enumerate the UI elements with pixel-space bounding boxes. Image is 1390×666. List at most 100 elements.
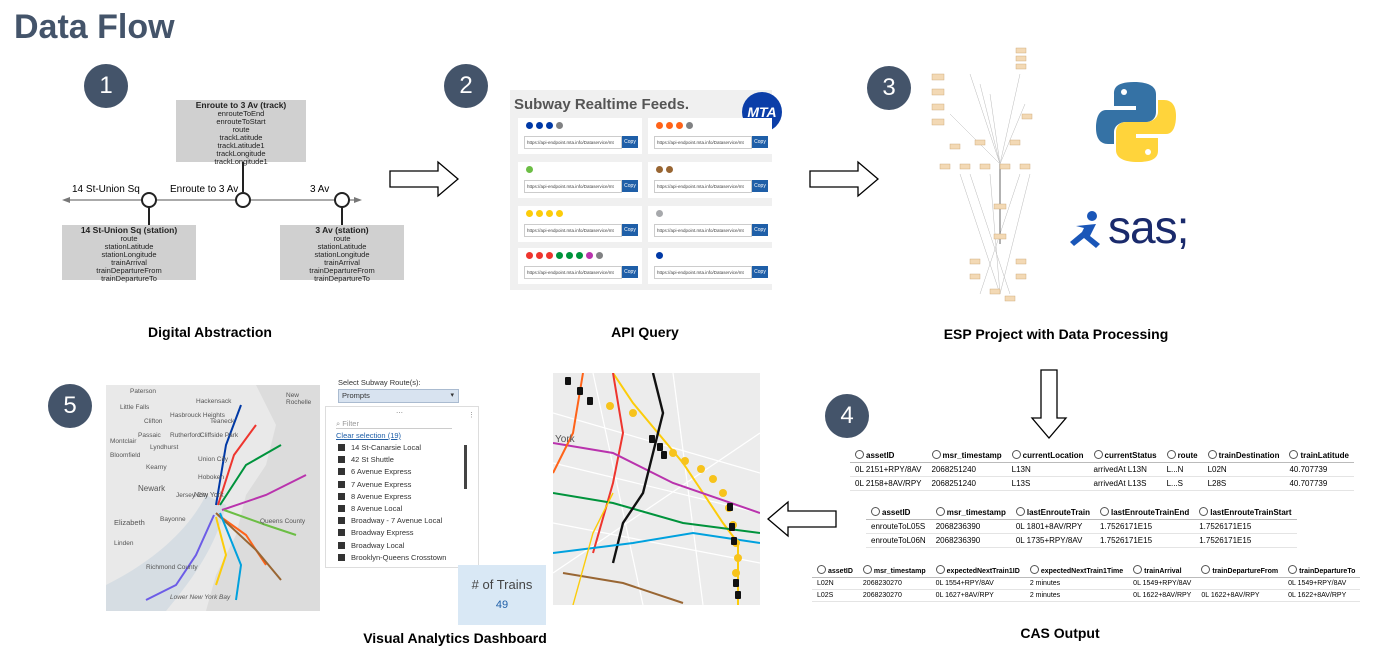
checkbox[interactable] (338, 505, 345, 512)
column-header[interactable]: msr_timestamp (930, 505, 1011, 520)
feed-url-input[interactable]: https://api-endpoint.mta.info/Dataservic… (524, 136, 622, 149)
feed-url-input[interactable]: https://api-endpoint.mta.info/Dataservic… (654, 180, 752, 193)
track-field: enrouteToStart (216, 117, 266, 126)
station-field: trainDepartureFrom (96, 266, 162, 275)
column-header[interactable]: assetID (812, 563, 858, 578)
route-list-item[interactable]: 42 St Shuttle (338, 455, 394, 464)
route-label: 7 Avenue Express (351, 479, 412, 489)
abstraction-graph (62, 162, 362, 228)
checkbox[interactable] (338, 492, 345, 500)
checkbox[interactable] (338, 553, 345, 561)
route-list-item[interactable]: Brooklyn-Queens Crosstown (338, 553, 446, 562)
feed-url-input[interactable]: https://api-endpoint.mta.info/Dataservic… (654, 266, 752, 279)
route-list-item[interactable]: 14 St-Canarsie Local (338, 443, 421, 452)
table-cell: 0L 1622+8AV/RPY (1196, 589, 1284, 602)
table-cell: 2068230270 (857, 577, 931, 590)
table-cell: L02S (812, 589, 858, 602)
copy-button[interactable]: Copy (622, 224, 638, 236)
column-header-label: assetID (882, 508, 911, 517)
station1-box: 14 St-Union Sq (station) route stationLa… (62, 225, 196, 283)
caption-api-query: API Query (611, 324, 679, 340)
more-icon[interactable]: ⋮ (468, 412, 475, 419)
step-3-badge: 3 (867, 66, 911, 110)
table-cell: 0L 1622+8AV/RPY (1128, 589, 1197, 602)
column-header[interactable]: expectedNextTrain1ID (930, 563, 1025, 578)
route-list-scrollbar[interactable] (464, 445, 467, 489)
checkbox[interactable] (338, 529, 345, 537)
station-field: trainArrival (324, 258, 360, 267)
map-label: Kearny (146, 464, 167, 471)
column-type-icon (817, 565, 826, 574)
column-header[interactable]: lastEnrouteTrainStart (1194, 505, 1297, 520)
route-list-panel: ⋯ ⋮ ⌕ Filter Clear selection (19) 14 St-… (325, 406, 479, 568)
column-type-icon (1099, 507, 1109, 516)
route-list-item[interactable]: 8 Avenue Express (338, 492, 411, 501)
drag-handle-icon[interactable]: ⋯ (396, 410, 403, 417)
station2-title: 3 Av (station) (315, 225, 369, 235)
column-header[interactable]: trainLatitude (1284, 448, 1354, 463)
map-label: Bayonne (160, 516, 186, 523)
line-bullet-icon (656, 252, 663, 259)
table-cell: 0L 1554+RPY/8AV (930, 577, 1025, 590)
checkbox[interactable] (338, 456, 345, 464)
feed-url-input[interactable]: https://api-endpoint.mta.info/Dataservic… (524, 266, 622, 279)
column-header[interactable]: lastEnrouteTrain (1010, 505, 1095, 520)
copy-button[interactable]: Copy (622, 136, 638, 148)
map-label: Elizabeth (114, 518, 145, 527)
route-list-item[interactable]: 8 Avenue Local (338, 504, 402, 513)
caption-visual-analytics: Visual Analytics Dashboard (363, 630, 547, 646)
column-header[interactable]: currentStatus (1088, 448, 1162, 463)
column-type-icon (1015, 507, 1025, 516)
column-type-icon (1288, 565, 1298, 574)
track-box-title: Enroute to 3 Av (track) (195, 100, 287, 110)
checkbox[interactable] (338, 444, 345, 451)
column-header[interactable]: route (1161, 448, 1203, 463)
feed-url-input[interactable]: https://api-endpoint.mta.info/Dataservic… (654, 224, 752, 237)
route-list-item[interactable]: Broadway Local (338, 541, 404, 550)
table-cell: 0L 1735+RPY/8AV (1010, 533, 1095, 548)
checkbox[interactable] (338, 480, 345, 488)
feed-url-input[interactable]: https://api-endpoint.mta.info/Dataservic… (654, 136, 752, 149)
column-header[interactable]: trainArrival (1128, 563, 1197, 578)
column-header[interactable]: msr_timestamp (857, 563, 931, 578)
route-label: 42 St Shuttle (351, 455, 394, 465)
column-type-icon (1029, 565, 1039, 574)
checkbox[interactable] (338, 517, 345, 525)
checkbox[interactable] (338, 468, 345, 476)
copy-button[interactable]: Copy (752, 180, 768, 192)
column-header[interactable]: assetID (850, 448, 927, 463)
column-header[interactable]: trainDestination (1202, 448, 1285, 463)
map-label: New Rochelle (286, 392, 312, 406)
feed-url-input[interactable]: https://api-endpoint.mta.info/Dataservic… (524, 180, 622, 193)
route-list-item[interactable]: Broadway - 7 Avenue Local (338, 516, 442, 525)
copy-button[interactable]: Copy (622, 266, 638, 278)
line-bullet-icon (526, 122, 533, 129)
column-header[interactable]: msr_timestamp (926, 448, 1007, 463)
column-header[interactable]: trainDepartureTo (1283, 563, 1361, 578)
route-filter-input[interactable]: ⌕ Filter (336, 419, 452, 429)
copy-button[interactable]: Copy (752, 266, 768, 278)
feed-url-input[interactable]: https://api-endpoint.mta.info/Dataservic… (524, 224, 622, 237)
column-header[interactable]: assetID (866, 505, 931, 520)
route-list-item[interactable]: Broadway Express (338, 528, 414, 537)
route-select[interactable]: Prompts ▾ (338, 389, 459, 403)
copy-button[interactable]: Copy (752, 136, 768, 148)
column-header[interactable]: lastEnrouteTrainEnd (1094, 505, 1195, 520)
step-4-badge: 4 (825, 394, 869, 438)
feed-card: https://api-endpoint.mta.info/Dataservic… (648, 162, 772, 198)
column-header[interactable]: trainDepartureFrom (1196, 563, 1284, 578)
copy-button[interactable]: Copy (622, 180, 638, 192)
column-header[interactable]: expectedNextTrain1Time (1024, 563, 1129, 578)
feed-card: https://api-endpoint.mta.info/Dataservic… (518, 162, 642, 198)
route-list-item[interactable]: 7 Avenue Express (338, 480, 411, 489)
checkbox[interactable] (338, 541, 345, 549)
column-header[interactable]: currentLocation (1006, 448, 1089, 463)
column-header-label: msr_timestamp (946, 508, 1006, 517)
clear-selection-link[interactable]: Clear selection (19) (336, 431, 402, 440)
route-label: Broadway - 7 Avenue Local (351, 516, 443, 526)
copy-button[interactable]: Copy (752, 224, 768, 236)
route-list-item[interactable]: 6 Avenue Express (338, 467, 411, 476)
table-cell: 0L 1549+RPY/8AV (1128, 577, 1197, 590)
map-label: Cliffside Park (200, 432, 239, 439)
